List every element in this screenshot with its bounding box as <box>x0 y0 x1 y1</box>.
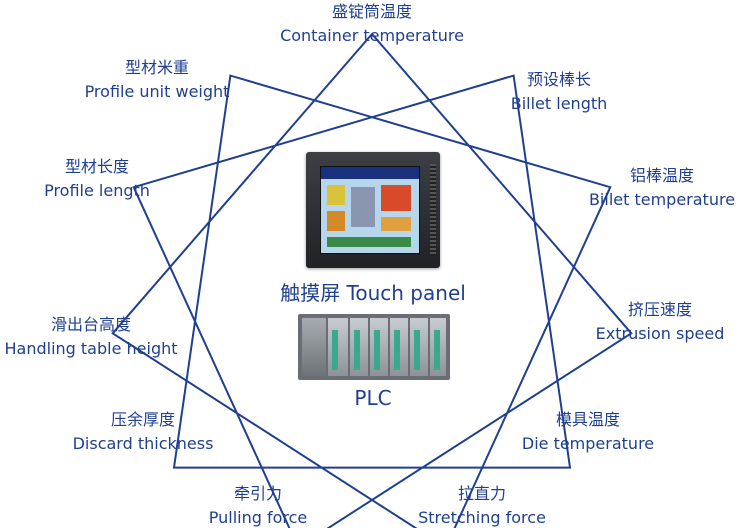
screen-widget <box>327 185 345 205</box>
label-en: Stretching force <box>418 508 546 527</box>
label-extrusion-speed: 挤压速度 Extrusion speed <box>596 298 725 346</box>
label-cn: 牵引力 <box>233 484 283 503</box>
label-die-temperature: 模具温度 Die temperature <box>522 408 654 456</box>
label-en: Billet temperature <box>588 190 736 209</box>
touch-panel-screen <box>320 166 420 254</box>
touch-panel-device <box>306 152 440 268</box>
label-discard-thickness: 压余厚度 Discard thickness <box>73 408 214 456</box>
plc-device <box>298 314 450 380</box>
label-en: Extrusion speed <box>595 324 725 343</box>
plc-cpu-module <box>328 318 348 376</box>
screen-widget <box>381 185 411 211</box>
label-cn: 压余厚度 <box>110 410 176 429</box>
label-cn: 滑出台高度 <box>50 315 132 334</box>
label-en: Billet length <box>510 94 608 113</box>
touch-panel-vents <box>430 164 436 256</box>
label-cn: 挤压速度 <box>627 300 693 319</box>
label-cn: 拉直力 <box>457 484 507 503</box>
label-pulling-force: 牵引力 Pulling force <box>209 482 308 530</box>
screen-widget <box>351 187 375 227</box>
touch-panel-label: 触摸屏 Touch panel <box>280 281 466 305</box>
screen-widget <box>327 237 411 247</box>
label-en: Profile length <box>44 181 150 200</box>
star-polygon <box>111 32 633 528</box>
label-billet-temperature: 铝棒温度 Billet temperature <box>589 164 735 212</box>
label-en: Profile unit weight <box>84 82 230 101</box>
label-cn: 型材长度 <box>64 157 129 176</box>
label-en: Pulling force <box>208 508 308 527</box>
label-en: Container temperature <box>280 26 464 45</box>
label-stretching-force: 拉直力 Stretching force <box>418 482 546 530</box>
label-profile-length: 型材长度 Profile length <box>44 155 150 203</box>
label-cn: 模具温度 <box>555 410 621 429</box>
label-cn: 盛锭筒温度 <box>331 2 412 21</box>
label-handling-table-height: 滑出台高度 Handling table height <box>4 313 177 361</box>
label-en: Die temperature <box>521 434 655 453</box>
label-en: Handling table height <box>4 339 178 358</box>
label-container-temperature: 盛锭筒温度 Container temperature <box>280 0 464 48</box>
screen-header-bar <box>321 167 419 179</box>
label-cn: 型材米重 <box>124 58 189 77</box>
plc-io-module <box>370 318 388 376</box>
plc-io-module <box>390 318 408 376</box>
plc-io-module <box>350 318 368 376</box>
label-cn: 铝棒温度 <box>629 166 694 185</box>
screen-widget <box>327 211 345 231</box>
label-en: Discard thickness <box>72 434 214 453</box>
label-billet-length: 预设棒长 Billet length <box>511 68 608 116</box>
plc-io-module <box>430 318 446 376</box>
label-cn: 预设棒长 <box>526 70 592 89</box>
screen-widget <box>381 217 411 231</box>
plc-io-module <box>410 318 428 376</box>
plc-power-module <box>302 318 326 376</box>
plc-label: PLC <box>354 386 392 410</box>
label-profile-unit-weight: 型材米重 Profile unit weight <box>85 56 230 104</box>
